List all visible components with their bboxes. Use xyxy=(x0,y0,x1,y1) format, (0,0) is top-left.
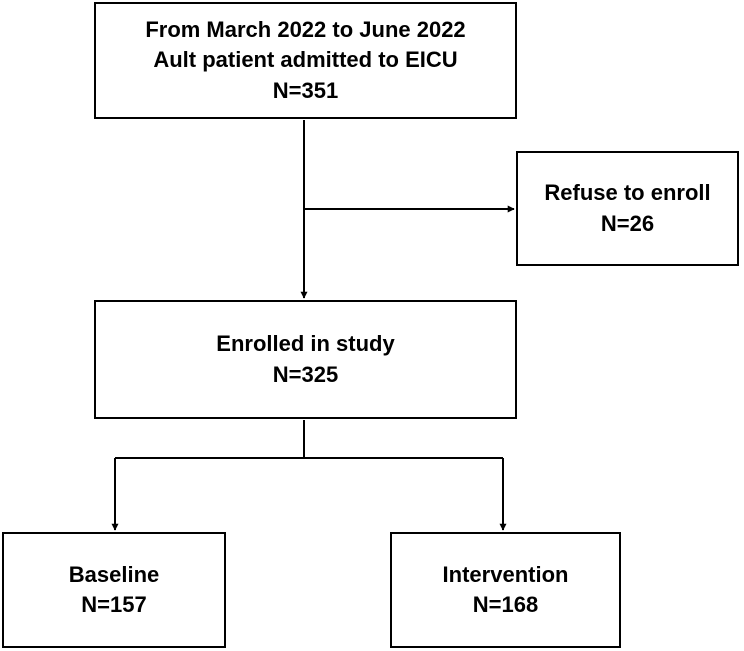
admitted-box: From March 2022 to June 2022 Ault patien… xyxy=(94,2,517,119)
baseline-count: N=157 xyxy=(81,592,147,617)
enrolled-box: Enrolled in study N=325 xyxy=(94,300,517,419)
enrolled-label: Enrolled in study xyxy=(216,331,395,357)
refused-count: N=26 xyxy=(600,210,655,236)
refused-label: Refuse to enroll xyxy=(544,180,711,206)
admitted-description: Ault patient admitted to EICU xyxy=(153,47,458,73)
baseline-box: Baseline N=157 xyxy=(2,532,226,648)
intervention-count: N=168 xyxy=(472,592,539,617)
enrolled-count: N=325 xyxy=(272,361,339,387)
refused-box: Refuse to enroll N=26 xyxy=(516,151,739,266)
admitted-period: From March 2022 to June 2022 xyxy=(145,16,466,42)
intervention-box: Intervention N=168 xyxy=(390,532,621,648)
baseline-label: Baseline xyxy=(68,561,160,587)
intervention-label: Intervention xyxy=(442,561,569,587)
admitted-count: N=351 xyxy=(272,77,339,103)
